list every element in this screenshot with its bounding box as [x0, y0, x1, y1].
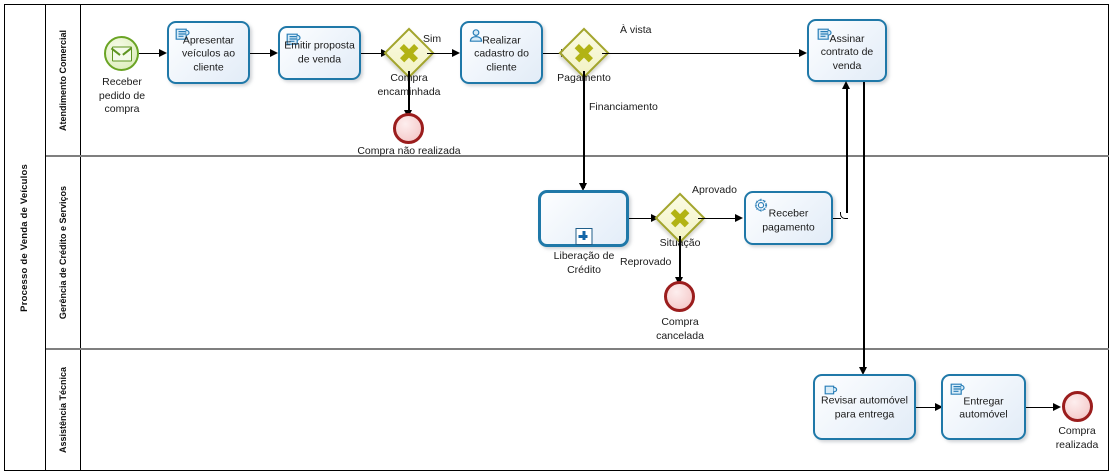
- subprocess-label-liberacao-de-credito: Liberação de Crédito: [553, 250, 615, 276]
- flow-apresentar-to-emitir: [250, 52, 272, 54]
- flow-corner: [840, 212, 848, 219]
- flow-arrow: [859, 367, 868, 375]
- flow-receber-pagamento-to-assinar-contrato: [846, 88, 848, 213]
- lane-label-gerencia-credito-servicos: Gerência de Crédito e Serviços: [58, 185, 68, 320]
- flow-arrow: [842, 81, 851, 89]
- envelope-icon: [111, 46, 132, 61]
- flow-arrow: [452, 48, 460, 57]
- flow-entregar-to-compra-realizada: [1026, 406, 1056, 408]
- task-label: Receber pagamento: [762, 207, 815, 234]
- manual-task-icon: [174, 27, 191, 42]
- manual-task-icon: [816, 27, 833, 42]
- flow-arrow: [579, 183, 588, 191]
- task-label: Emitir proposta de venda: [284, 39, 355, 66]
- flow-gateway-to-compra-nao-realizada: [408, 71, 410, 114]
- task-apresentar-veiculos-ao-cliente[interactable]: Apresentar veículos ao cliente: [167, 21, 250, 84]
- flow-arrow: [159, 48, 167, 57]
- flow-liberacao-to-situacao: [629, 217, 654, 219]
- task-realizar-cadastro-do-cliente[interactable]: Realizar cadastro do cliente: [460, 21, 543, 84]
- flow-pagamento-financiamento-to-liberacao: [583, 71, 585, 188]
- manual-task-icon: [823, 383, 840, 398]
- task-label: Apresentar veículos ao cliente: [181, 33, 236, 73]
- start-event-label: Receber pedido de compra: [98, 76, 146, 115]
- gear-icon: [752, 197, 770, 214]
- flow-arrow: [1053, 402, 1061, 411]
- task-receber-pagamento[interactable]: Receber pagamento: [744, 191, 833, 245]
- pool-title-label: Processo de Venda de Veículos: [19, 163, 30, 312]
- flow-arrow: [735, 213, 743, 222]
- task-assinar-contrato-de-venda[interactable]: Assinar contrato de venda: [807, 19, 887, 82]
- task-label: Realizar cadastro do cliente: [474, 33, 529, 73]
- end-event-compra-cancelada[interactable]: [664, 281, 695, 312]
- lane-header-gerencia-credito-servicos: Gerência de Crédito e Serviços: [46, 157, 81, 348]
- flow-arrow: [270, 48, 278, 57]
- flow-label-financiamento: Financiamento: [589, 101, 658, 113]
- flow-cadastro-to-pagamento: [543, 52, 563, 54]
- start-event-receber-pedido-de-compra[interactable]: [104, 36, 139, 71]
- lane-label-assistencia-tecnica: Assistência Técnica: [58, 366, 68, 454]
- lane-separator-2: [46, 348, 1109, 350]
- flow-label-sim: Sim: [423, 33, 442, 45]
- task-label: Entregar automóvel: [959, 395, 1008, 421]
- flow-arrow: [799, 48, 807, 57]
- flow-receber-pagamento-exit: [833, 217, 841, 219]
- lane-separator-1: [46, 155, 1109, 157]
- plus-marker-icon: [575, 228, 592, 245]
- pool-title: Processo de Venda de Veículos: [4, 4, 46, 471]
- flow-emitir-to-gateway: [361, 52, 383, 54]
- task-entregar-automovel[interactable]: Entregar automóvel: [941, 374, 1026, 440]
- task-emitir-proposta-de-venda[interactable]: Emitir proposta de venda: [278, 26, 361, 80]
- pool-processo-venda-veiculos: [4, 4, 1109, 471]
- flow-label-reprovado: Reprovado: [620, 256, 672, 268]
- task-label: Assinar contrato de venda: [820, 32, 874, 72]
- task-revisar-automovel-para-entrega[interactable]: Revisar automóvel para entrega: [813, 374, 916, 440]
- end-event-label-compra-realizada: Compra realizada: [1055, 425, 1099, 451]
- lane-header-assistencia-tecnica: Assistência Técnica: [46, 350, 81, 470]
- lane-label-atendimento-comercial: Atendimento Comercial: [58, 29, 68, 132]
- flow-label-aprovado: Aprovado: [692, 184, 737, 196]
- flow-label-a-vista: À vista: [620, 24, 652, 36]
- end-event-label-compra-nao-realizada: Compra não realizada: [357, 145, 461, 157]
- subprocess-liberacao-de-credito[interactable]: [538, 190, 629, 247]
- flow-situacao-reprovado-to-compra-cancelada: [679, 236, 681, 280]
- flow-gateway-to-cadastro: [427, 52, 454, 54]
- manual-task-icon: [949, 382, 966, 397]
- flow-pagamento-a-vista-to-assinar: [602, 52, 801, 54]
- flow-start-to-apresentar: [139, 52, 161, 54]
- user-task-icon: [468, 28, 485, 43]
- task-label: Revisar automóvel para entrega: [821, 394, 908, 421]
- flow-situacao-aprovado-to-receber-pagamento: [698, 217, 737, 219]
- flow-arrow: [935, 402, 943, 411]
- flow-revisar-to-entregar: [916, 406, 938, 408]
- flow-assinar-contrato-to-revisar-automovel: [863, 82, 865, 371]
- lane-header-atendimento-comercial: Atendimento Comercial: [46, 5, 81, 156]
- end-event-compra-realizada[interactable]: [1062, 391, 1093, 422]
- end-event-label-compra-cancelada: Compra cancelada: [656, 316, 704, 342]
- manual-task-icon: [285, 32, 302, 47]
- end-event-compra-nao-realizada[interactable]: [393, 113, 424, 144]
